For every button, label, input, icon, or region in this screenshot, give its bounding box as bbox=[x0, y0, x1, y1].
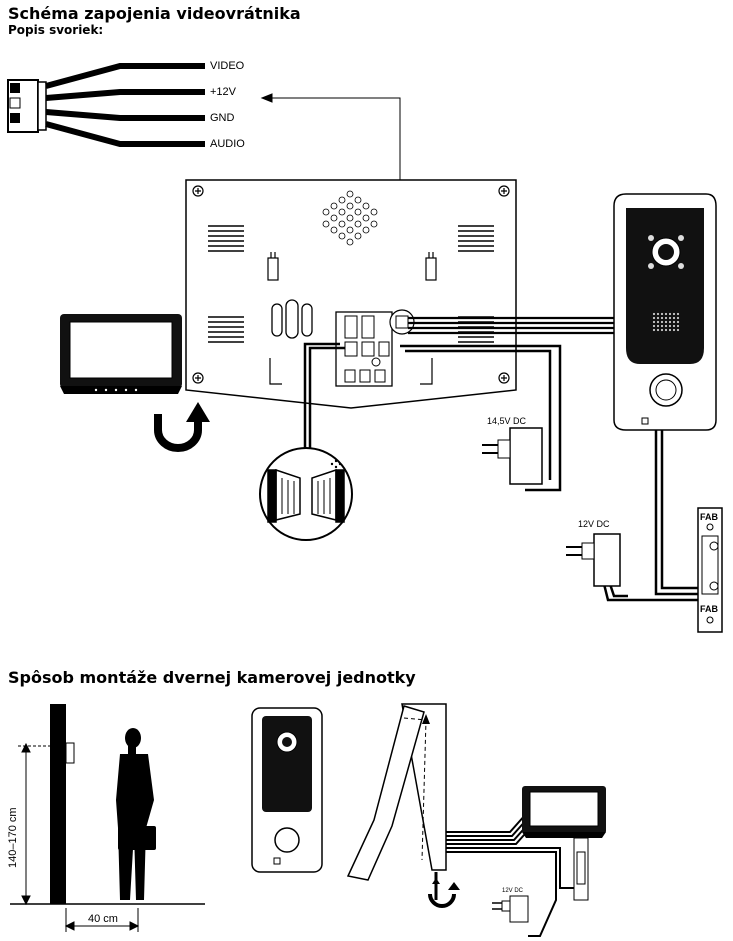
small-electric-lock bbox=[573, 837, 589, 901]
grille-dot bbox=[676, 316, 680, 320]
screw-arrow-icon bbox=[428, 872, 460, 908]
grille-dot bbox=[664, 324, 668, 328]
grille-dot bbox=[668, 324, 672, 328]
electric-lock bbox=[697, 507, 723, 633]
connector-plug bbox=[7, 79, 47, 133]
wire-label-video: VIDEO bbox=[210, 60, 245, 72]
gate-opener-icon bbox=[259, 447, 353, 541]
height-dimension bbox=[18, 742, 64, 906]
grille-dot bbox=[664, 312, 668, 316]
mounting-bracket-side bbox=[346, 703, 447, 881]
mounting-section-title: Spôsob montáže dvernej kamerovej jednotk… bbox=[8, 668, 416, 687]
lock-bottom-mark: FAB bbox=[700, 604, 719, 614]
person-silhouette-icon bbox=[116, 728, 156, 900]
grille-dot bbox=[676, 328, 680, 332]
grille-dot bbox=[652, 320, 656, 324]
grille-dot bbox=[668, 320, 672, 324]
grille-dot bbox=[672, 324, 676, 328]
door-camera-front bbox=[251, 707, 323, 873]
grille-dot bbox=[652, 324, 656, 328]
speaker-grille bbox=[652, 312, 680, 332]
monitor-adapter-label: 14,5V DC bbox=[487, 416, 527, 426]
lock-cable bbox=[602, 430, 700, 602]
grille-dot bbox=[656, 328, 660, 332]
small-power-adapter bbox=[492, 895, 529, 923]
grille-dot bbox=[672, 312, 676, 316]
camera-cable bbox=[408, 316, 620, 335]
monitor-back-panel bbox=[185, 179, 517, 409]
lock-adapter-label: 12V DC bbox=[578, 519, 610, 529]
rotate-arrow-icon bbox=[154, 402, 210, 452]
grille-dot bbox=[676, 324, 680, 328]
grille-dot bbox=[668, 328, 672, 332]
grille-dot bbox=[652, 312, 656, 316]
wire-label-ground: GND bbox=[210, 112, 235, 124]
small-monitor bbox=[522, 786, 606, 838]
distance-dimension bbox=[64, 908, 140, 932]
wire-label-audio: AUDIO bbox=[210, 138, 245, 150]
wall bbox=[10, 704, 205, 905]
wire-label-power: +12V bbox=[210, 86, 237, 98]
monitor-front bbox=[60, 314, 182, 394]
lock-top-mark: FAB bbox=[700, 512, 719, 522]
connector-wires bbox=[45, 63, 205, 147]
grille-dot bbox=[672, 316, 676, 320]
grille-dot bbox=[656, 316, 660, 320]
grille-dot bbox=[660, 320, 664, 324]
grille-dot bbox=[652, 328, 656, 332]
door-camera-unit bbox=[613, 193, 717, 431]
grille-dot bbox=[660, 324, 664, 328]
grille-dot bbox=[672, 320, 676, 324]
grille-dot bbox=[664, 328, 668, 332]
grille-dot bbox=[660, 316, 664, 320]
height-label: 140–170 cm bbox=[7, 807, 19, 868]
grille-dot bbox=[672, 328, 676, 332]
grille-dot bbox=[652, 316, 656, 320]
grille-dot bbox=[668, 316, 672, 320]
small-adapter-label: 12V DC bbox=[502, 888, 524, 894]
page-title: Schéma zapojenia videovrátnika bbox=[8, 4, 301, 23]
gate-cable bbox=[303, 342, 345, 448]
grille-dot bbox=[664, 316, 668, 320]
grille-dot bbox=[656, 324, 660, 328]
grille-dot bbox=[676, 320, 680, 324]
grille-dot bbox=[660, 328, 664, 332]
terminal-description-heading: Popis svoriek: bbox=[8, 23, 104, 37]
monitor-power-adapter bbox=[482, 427, 543, 485]
grille-dot bbox=[656, 320, 660, 324]
grille-dot bbox=[668, 312, 672, 316]
grille-dot bbox=[656, 312, 660, 316]
monitor-power-cable bbox=[400, 344, 562, 492]
grille-dot bbox=[676, 312, 680, 316]
lock-power-adapter bbox=[566, 533, 621, 587]
grille-dot bbox=[664, 320, 668, 324]
distance-label: 40 cm bbox=[88, 913, 118, 925]
grille-dot bbox=[660, 312, 664, 316]
